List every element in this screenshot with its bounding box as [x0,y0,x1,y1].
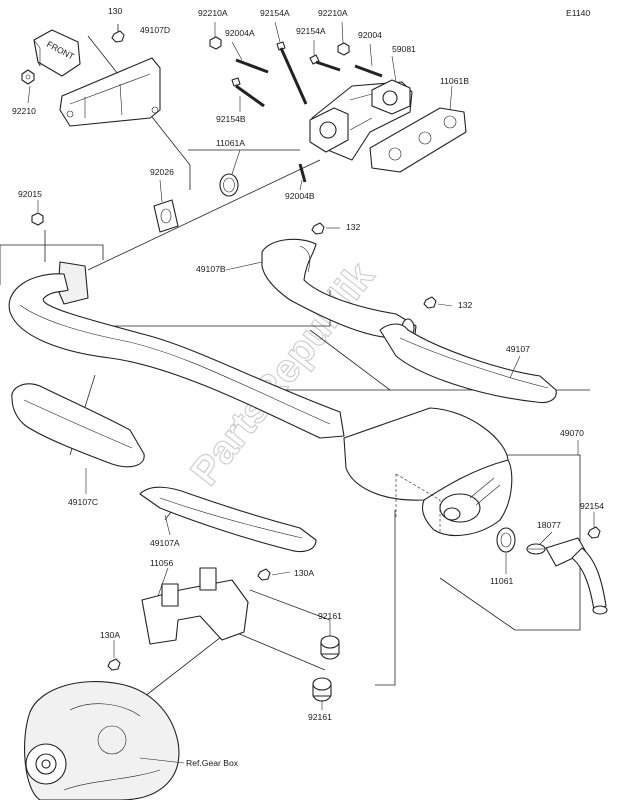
stud-92004 [354,64,383,78]
label-11061B: 11061B [440,76,469,86]
gasket-11061B [369,107,467,173]
bolt-92154A-1 [276,41,308,105]
heat-shield-49107A [139,486,317,553]
label-92210A-1: 92210A [198,8,228,18]
label-49107C: 49107C [68,497,98,507]
exhaust-manifold-59081 [309,79,413,161]
label-49107: 49107 [506,344,530,354]
label-18077: 18077 [537,520,561,530]
bolt-92154B [231,77,265,108]
bolt-92154A-2 [309,54,341,72]
label-92154A-2: 92154A [296,26,326,36]
nut-92210 [21,69,35,85]
bolt-132-b [423,296,437,309]
label-11061: 11061 [490,576,513,586]
label-49107A: 49107A [150,538,180,548]
spark-arrester-18077 [526,537,608,615]
label-92015: 92015 [18,189,42,199]
damper-92161-b [312,677,332,702]
heat-shield-49107 [379,323,557,404]
nut-92210A-2 [337,42,350,56]
label-92004B: 92004B [285,191,315,201]
label-92154A-1: 92154A [260,8,290,18]
reference-label: Ref.Gear Box [186,758,239,768]
bolt-132-a [311,222,325,235]
gasket-ring-11061A [219,173,239,197]
gasket-ring-11061 [496,527,516,553]
leader-lines [27,21,595,764]
label-130A-left: 130A [100,630,120,640]
flange-gasket-92026 [153,199,179,233]
label-92154: 92154 [580,501,604,511]
gear-box-reference [24,681,180,800]
heat-shield-49107C [11,383,145,468]
label-92004: 92004 [358,30,382,40]
stud-92004A [235,58,269,74]
muffler-49070 [343,407,513,536]
label-92154B: 92154B [216,114,246,124]
heat-shield-49107D [59,57,161,127]
nut-92015 [31,212,44,226]
label-92210A-2: 92210A [318,8,348,18]
label-11061A: 11061A [216,138,245,148]
label-11056: 11056 [150,558,173,568]
bolt-92154 [587,526,601,539]
label-132-b: 132 [458,300,473,310]
label-49107B: 49107B [196,264,226,274]
damper-92161-a [320,635,340,660]
part-labels: E1140 130 49107D 92210 92210A 92154A 922… [12,6,604,768]
bolt-130-top [111,30,125,43]
nut-92210A-1 [209,36,222,50]
label-130A-right: 130A [294,568,314,578]
exhaust-pipe [8,261,345,439]
muffler-bracket-11056 [141,567,249,645]
label-92026: 92026 [150,167,174,177]
label-130-top: 130 [108,6,123,16]
front-arrow: FRONT [33,29,81,77]
label-49070: 49070 [560,428,584,438]
label-49107D: 49107D [140,25,170,35]
label-92161-b: 92161 [308,712,332,722]
label-59081: 59081 [392,44,416,54]
bolt-130A-left [107,658,121,671]
bolt-130A-right [257,568,271,581]
label-92161-a: 92161 [318,611,342,621]
diagram-code: E1140 [566,8,590,18]
label-92004A: 92004A [225,28,255,38]
stud-92004B [298,163,307,183]
label-132-a: 132 [346,222,361,232]
label-92210: 92210 [12,106,36,116]
